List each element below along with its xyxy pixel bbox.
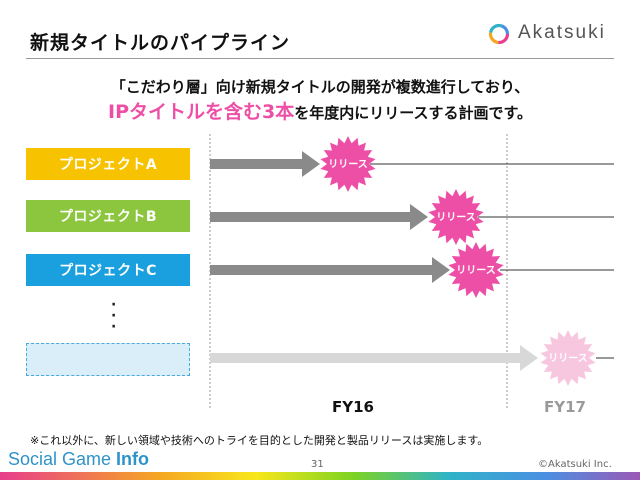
- project-b-label: プロジェクトB: [26, 200, 190, 232]
- release-badge-a-label: リリース: [328, 159, 368, 171]
- release-badge-b-label: リリース: [436, 212, 476, 224]
- timeline-future-arrow: [210, 345, 538, 371]
- title-divider: [26, 58, 614, 59]
- timeline-b-arrow: [210, 204, 428, 230]
- release-badge-future: [540, 330, 596, 386]
- lead-highlight: IPタイトルを含む3本: [108, 101, 295, 123]
- release-badge-a: [320, 136, 376, 192]
- project-a-label: プロジェクトA: [26, 148, 190, 180]
- release-badge-c-label: リリース: [456, 265, 496, 277]
- copyright: ©Akatsuki Inc.: [538, 459, 612, 470]
- footer-brand-b: Info: [116, 449, 150, 469]
- social-game-info-logo: Social Game Info: [8, 449, 149, 470]
- page-title: 新規タイトルのパイプライン: [30, 32, 291, 54]
- future-project-placeholder: [26, 343, 190, 376]
- akatsuki-ring-icon: [488, 23, 510, 45]
- logo-wordmark: Akatsuki: [518, 22, 606, 43]
- release-badge-future-label: リリース: [548, 353, 588, 365]
- fy17-label: FY17: [544, 398, 586, 416]
- footnote: ※これ以外に、新しい領域や技術へのトライを目的とした開発と製品リリースは実施しま…: [30, 434, 489, 447]
- timeline-c-arrow: [210, 257, 450, 283]
- release-badge-c: [448, 242, 504, 298]
- footer-brand-a: Social Game: [8, 449, 117, 469]
- lead-rest: を年度内にリリースする計画です。: [294, 104, 532, 122]
- lead-line-2: IPタイトルを含む3本を年度内にリリースする計画です。: [0, 97, 640, 124]
- timeline-a-arrow: [210, 151, 320, 177]
- more-projects-ellipsis: ···: [111, 297, 117, 335]
- project-c-label: プロジェクトC: [26, 254, 190, 286]
- lead-line-1: 「こだわり層」向け新規タイトルの開発が複数進行しており、: [110, 78, 530, 96]
- akatsuki-logo: Akatsuki: [488, 20, 618, 50]
- rainbow-footer-stripe: [0, 472, 640, 480]
- release-badge-b: [428, 189, 484, 245]
- page-number: 31: [311, 459, 324, 470]
- fy16-label: FY16: [332, 398, 374, 416]
